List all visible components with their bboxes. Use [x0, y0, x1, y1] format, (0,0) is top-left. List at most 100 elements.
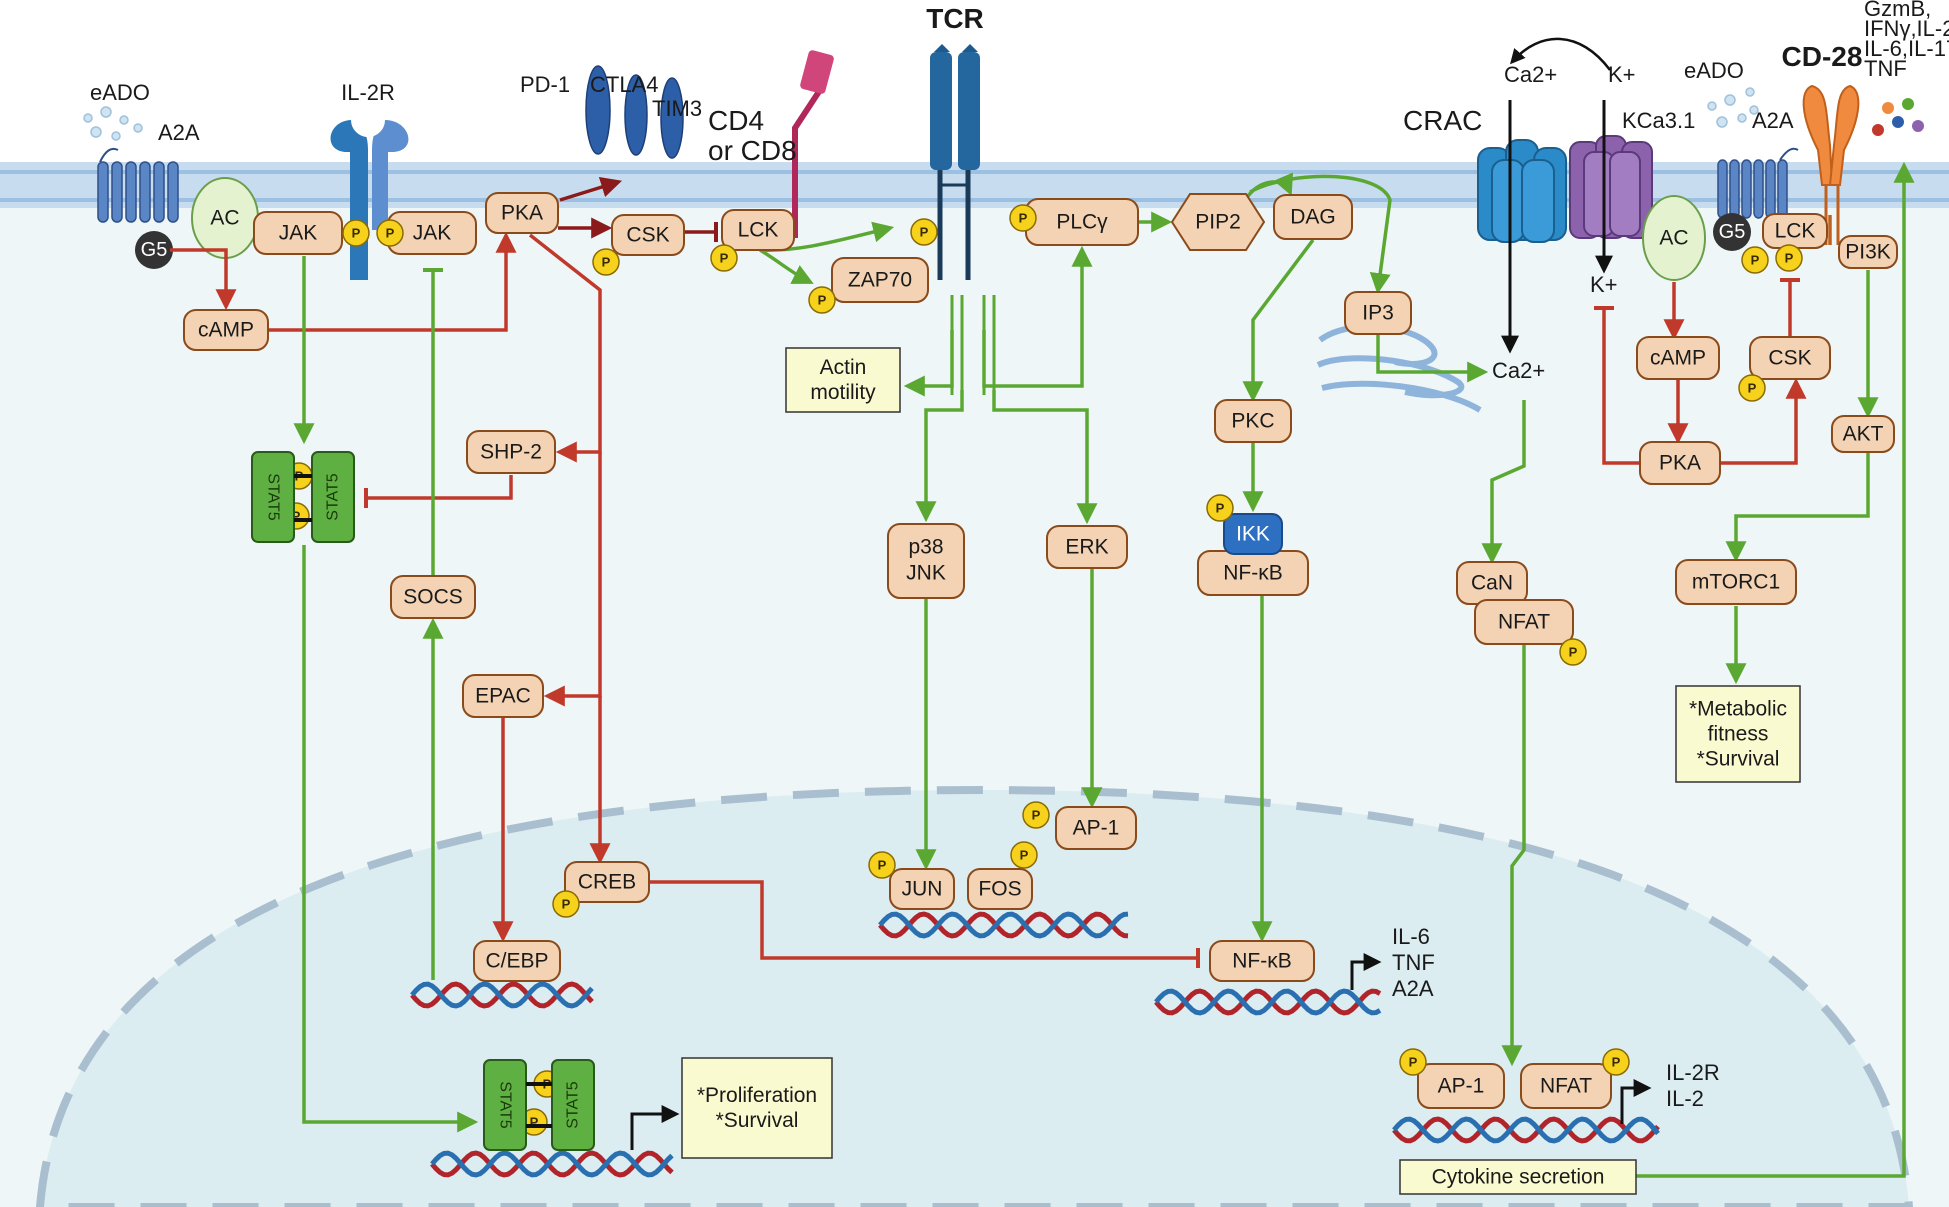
phospho-marker: P [910, 218, 938, 246]
phospho-label: P [352, 226, 361, 241]
phospho-marker: P [1602, 1048, 1630, 1076]
node-label-jnk: JNK [906, 562, 946, 585]
node-pi3k: PI3K [1838, 235, 1898, 269]
phospho-label: P [1019, 211, 1028, 226]
cd28-label: CD-28 [1782, 41, 1863, 72]
node-label-camp-left: cAMP [198, 319, 254, 342]
node-lck-left: LCK [721, 209, 795, 251]
node-label-fos: FOS [978, 878, 1021, 901]
node-label-lck-left: LCK [738, 219, 779, 242]
actin-motility-box-line-1: Actin [820, 356, 867, 379]
edge [1725, 452, 1870, 563]
cytokines-line1: GzmB, [1864, 0, 1931, 21]
edge [992, 390, 1098, 525]
cytokine-secretion-box-line-1: Cytokine secretion [1432, 1166, 1605, 1189]
phospho-label: P [1612, 1055, 1621, 1070]
edge [528, 233, 602, 463]
phospho-marker: P [342, 219, 370, 247]
node-label-epac: EPAC [475, 685, 531, 708]
ctla4-receptor [624, 74, 648, 156]
eado-left-label: eADO [90, 80, 150, 105]
node-csk-right: CSK [1749, 336, 1831, 380]
node-label-jak-right: JAK [413, 222, 452, 245]
node-zap70: ZAP70 [831, 257, 929, 303]
tim3-label: TIM3 [652, 96, 702, 121]
ca-k-exchange-arrow [1510, 37, 1611, 71]
eado-dots-right [1707, 87, 1759, 128]
dna-helix [1154, 988, 1382, 1016]
node-socs: SOCS [390, 575, 476, 619]
node-label-ikk: IKK [1236, 523, 1270, 546]
phospho-label: P [818, 293, 827, 308]
edge [302, 545, 479, 1133]
phospho-marker: P [1206, 494, 1234, 522]
phospho-label: P [292, 509, 301, 524]
stat5-label-b: STAT5 [325, 473, 342, 521]
ctla4-label: CTLA4 [590, 72, 658, 97]
il2-target-2: IL-2 [1666, 1086, 1704, 1111]
node-akt: AKT [1831, 415, 1895, 453]
node-label-nfat-bottom: NFAT [1540, 1075, 1592, 1098]
node-ikk: IKK [1223, 513, 1283, 555]
node-label-pkc: PKC [1231, 410, 1274, 433]
node-label-shp2: SHP-2 [480, 441, 542, 464]
phospho-marker: P [552, 890, 580, 918]
edge [1720, 377, 1807, 465]
tcr-label: TCR [926, 3, 984, 34]
phospho-label: P [878, 858, 887, 873]
node-jak-left: JAK [253, 211, 343, 255]
eado-right-label: eADO [1684, 58, 1744, 83]
phospho-label: P [920, 225, 929, 240]
node-ap1-nuc: AP-1 [1055, 806, 1137, 850]
a2a-right-label: A2A [1752, 108, 1794, 133]
tss-arrow-il2 [1620, 1079, 1652, 1124]
node-label-nfat-cyto: NFAT [1498, 611, 1550, 634]
tim3-receptor [660, 77, 684, 159]
stat5-dimer-cytoplasm: STAT5 STAT5 [251, 451, 355, 543]
phospho-marker: P [808, 286, 836, 314]
node-label-akt: AKT [1843, 423, 1884, 446]
node-label-csk-right: CSK [1768, 347, 1811, 370]
node-label-nfkb-nuc: NF-κB [1232, 950, 1292, 973]
metabolic-fitness-box-line-3: *Survival [1697, 748, 1780, 771]
phospho-marker: P [1775, 244, 1803, 272]
edge [1636, 161, 1915, 1178]
edge [915, 390, 964, 523]
crac-channel [1477, 139, 1567, 243]
node-label-jak-left: JAK [279, 222, 318, 245]
edge [1242, 238, 1315, 403]
actin-motility-box-line-2: motility [810, 381, 876, 404]
cytokine-dots [1872, 98, 1924, 136]
node-label-pka-right: PKA [1659, 452, 1701, 475]
a2a-receptor-left [97, 147, 179, 223]
node-label-csk-left: CSK [626, 224, 669, 247]
phospho-marker: P [868, 851, 896, 879]
node-nfkb-nuc: NF-κB [1209, 940, 1315, 982]
stat5-label-a: STAT5 [265, 473, 282, 521]
adenylyl-cyclase-right [1642, 195, 1706, 281]
node-epac: EPAC [462, 674, 544, 718]
node-jun: JUN [889, 868, 955, 910]
node-pka-right: PKA [1639, 441, 1721, 485]
phospho-label: P [1020, 848, 1029, 863]
k-top-label: K+ [1608, 62, 1636, 87]
node-mtorc1: mTORC1 [1675, 559, 1797, 605]
nfkb-target-2: TNF [1392, 950, 1435, 975]
phospho-marker: P [1022, 801, 1050, 829]
node-label-creb: CREB [578, 871, 636, 894]
phospho-label: P [1751, 253, 1760, 268]
edge [170, 248, 237, 311]
eado-dots-left [83, 106, 143, 141]
tss-arrow-stat5 [630, 1105, 680, 1150]
node-camp-right: cAMP [1636, 336, 1720, 380]
node-nfat-cyto: NFAT [1474, 599, 1574, 645]
proliferation-box-line-1: *Proliferation [697, 1084, 817, 1107]
crac-label: CRAC [1403, 105, 1482, 136]
nfkb-target-1: IL-6 [1392, 924, 1430, 949]
node-pip2: PIP2 [1170, 193, 1266, 251]
il2-target-1: IL-2R [1666, 1060, 1720, 1085]
tcr-receptor [930, 44, 996, 395]
cd4-label-line1: CD4 [708, 105, 764, 136]
node-label-ap1-bottom: AP-1 [1438, 1075, 1485, 1098]
